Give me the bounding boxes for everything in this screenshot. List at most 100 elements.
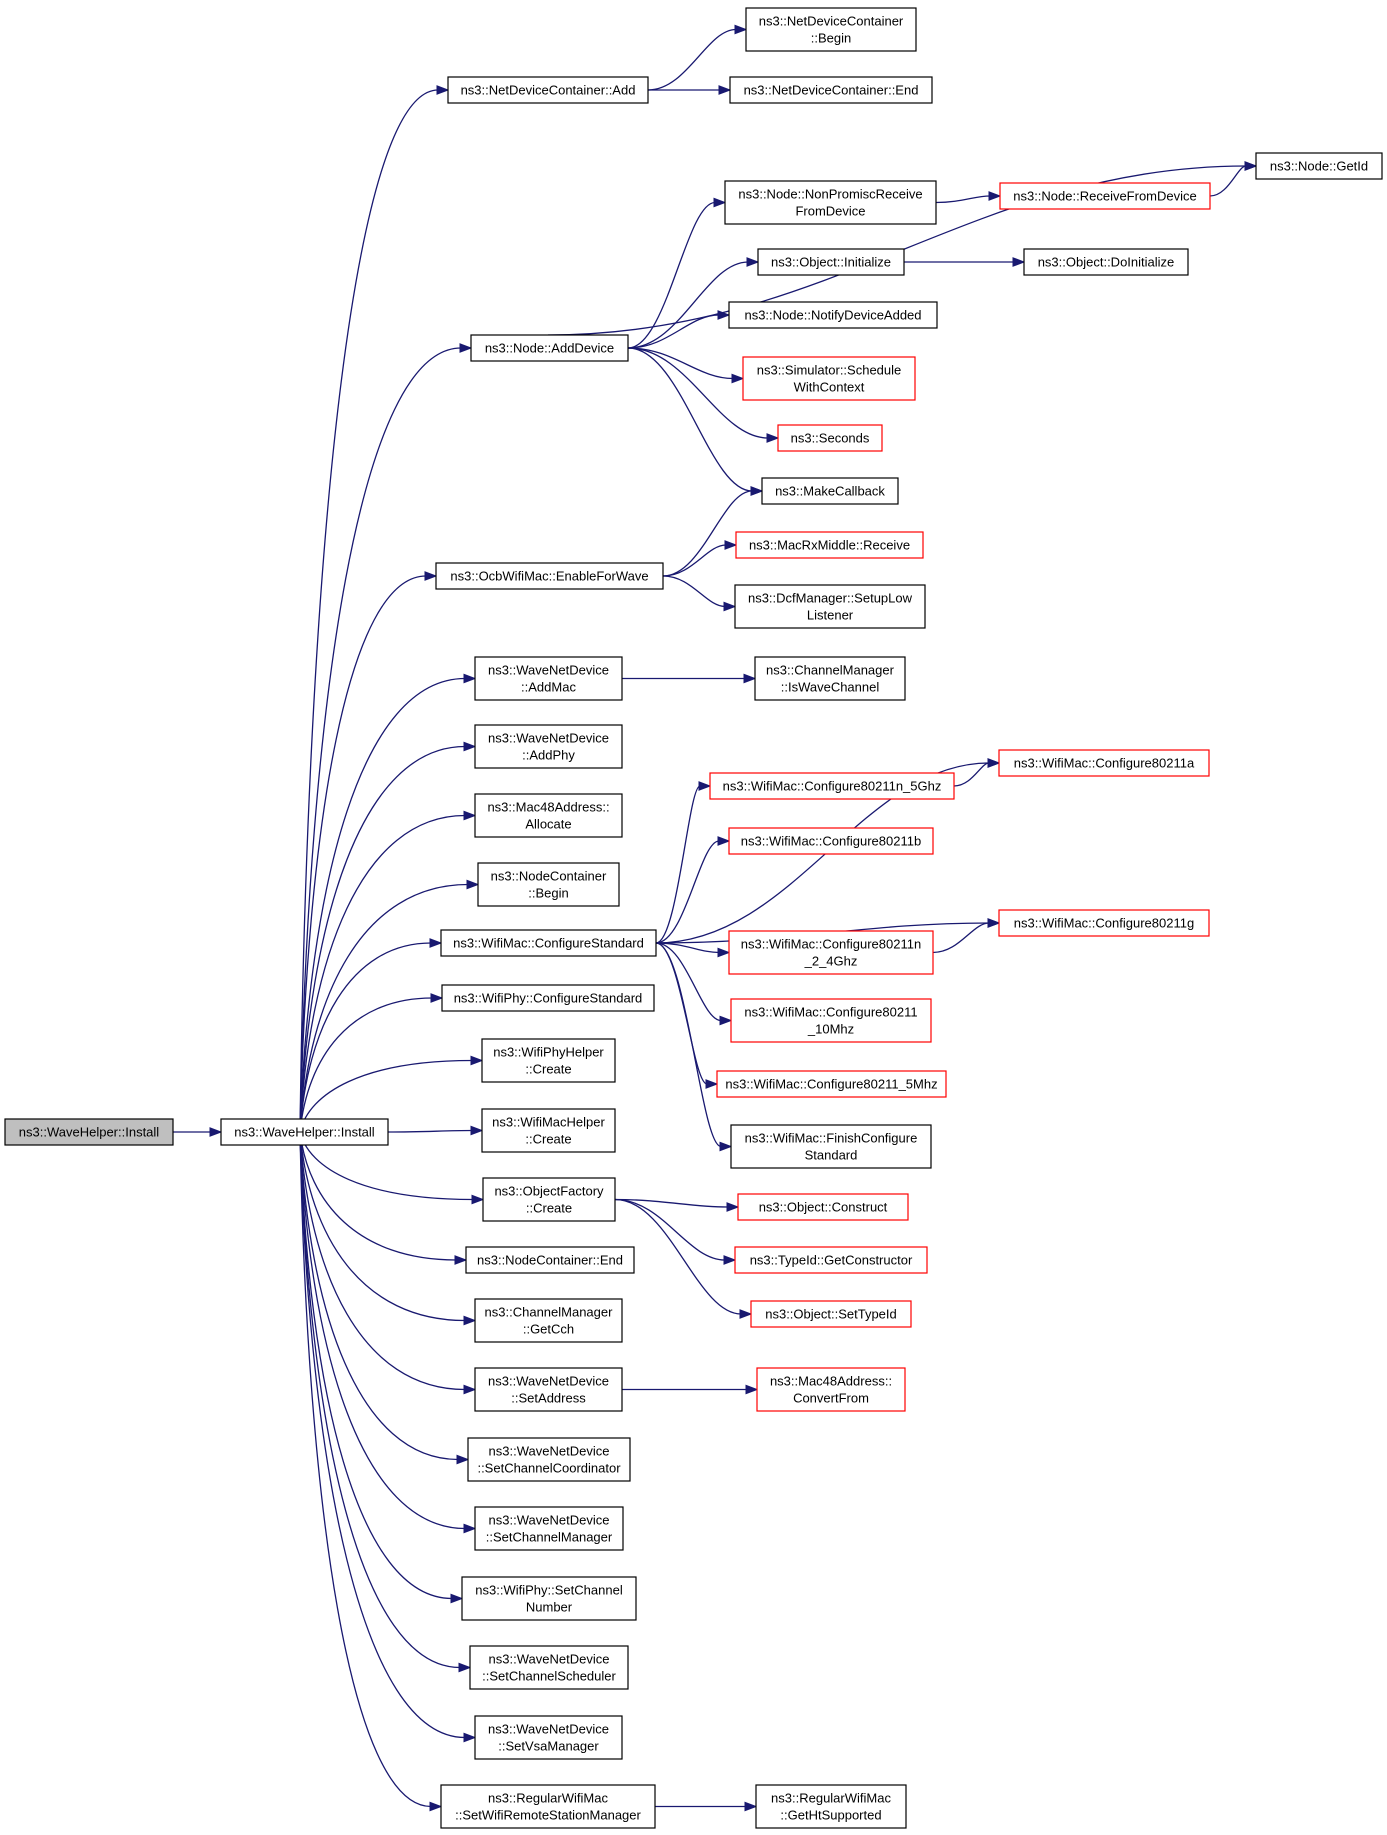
arrowhead-typeid-getctor xyxy=(723,1255,737,1265)
arrowhead-dcf-setup xyxy=(723,601,737,612)
node-chm-iswave[interactable]: ns3::ChannelManager::IsWaveChannel xyxy=(754,656,906,701)
node-label: ns3::WaveNetDevice xyxy=(489,1444,610,1459)
node-obj-settypeid[interactable]: ns3::Object::SetTypeId xyxy=(750,1300,912,1328)
node-mac48-convert[interactable]: ns3::Mac48Address::ConvertFrom xyxy=(756,1367,906,1412)
node-label: ns3::WaveNetDevice xyxy=(488,1722,609,1737)
node-box xyxy=(435,562,664,590)
node-ndc-end[interactable]: ns3::NetDeviceContainer::End xyxy=(729,76,933,104)
node-box xyxy=(735,531,924,559)
arrowhead-wphy-setchnum xyxy=(450,1593,464,1604)
node-wm-80211g[interactable]: ns3::WifiMac::Configure80211g xyxy=(998,909,1210,937)
node-root[interactable]: ns3::WaveHelper::Install xyxy=(4,1118,174,1146)
node-label: ns3::WifiPhy::SetChannel xyxy=(475,1583,623,1598)
node-wm-80211n24[interactable]: ns3::WifiMac::Configure80211n_2_4Ghz xyxy=(728,930,934,975)
node-label: ns3::WaveHelper::Install xyxy=(234,1125,375,1140)
arrowhead-wnd-addphy xyxy=(463,741,477,752)
node-obj-initialize[interactable]: ns3::Object::Initialize xyxy=(757,248,905,276)
arrowhead-node-nonpromisc xyxy=(713,197,727,208)
node-label: ::SetWifiRemoteStationManager xyxy=(455,1808,641,1823)
node-wm-80211-10[interactable]: ns3::WifiMac::Configure80211_10Mhz xyxy=(730,998,932,1043)
node-wnd-addphy[interactable]: ns3::WaveNetDevice::AddPhy xyxy=(474,724,623,769)
node-box xyxy=(742,356,916,401)
node-objf-create[interactable]: ns3::ObjectFactory::Create xyxy=(482,1177,616,1222)
node-box xyxy=(1023,248,1189,276)
arrowhead-node-receivefrom xyxy=(988,191,1002,201)
node-wm-80211n5[interactable]: ns3::WifiMac::Configure80211n_5Ghz xyxy=(709,772,955,800)
node-label: ns3::WifiMac::Configure80211_5Mhz xyxy=(725,1077,937,1092)
edge-install-to-wphy-configstd xyxy=(299,997,433,1133)
arrowhead-ocb-enable xyxy=(424,571,438,581)
node-label: ::Create xyxy=(525,1062,571,1077)
node-box xyxy=(729,76,933,104)
node-wmach-create[interactable]: ns3::WifiMacHelper::Create xyxy=(481,1108,616,1153)
node-label: ::SetVsaManager xyxy=(498,1739,599,1754)
node-nc-begin[interactable]: ns3::NodeContainer::Begin xyxy=(477,862,620,907)
node-label: ns3::ObjectFactory xyxy=(494,1184,604,1199)
arrowhead-mac48-convert xyxy=(745,1384,759,1395)
node-obj-doinitialize[interactable]: ns3::Object::DoInitialize xyxy=(1023,248,1189,276)
node-label: Allocate xyxy=(525,817,571,832)
node-rwm-setremote[interactable]: ns3::RegularWifiMac::SetWifiRemoteStatio… xyxy=(440,1784,656,1829)
node-node-getid[interactable]: ns3::Node::GetId xyxy=(1255,152,1383,180)
node-box xyxy=(220,1118,389,1146)
node-wnd-addmac[interactable]: ns3::WaveNetDevice::AddMac xyxy=(474,656,623,701)
node-label: FromDevice xyxy=(795,204,865,219)
node-wm-80211-5[interactable]: ns3::WifiMac::Configure80211_5Mhz xyxy=(716,1070,947,1098)
node-label: ns3::NetDeviceContainer::Add xyxy=(461,83,636,98)
node-mac48-allocate[interactable]: ns3::Mac48Address::Allocate xyxy=(474,793,623,838)
node-typeid-getctor[interactable]: ns3::TypeId::GetConstructor xyxy=(734,1246,928,1274)
node-ocb-enable[interactable]: ns3::OcbWifiMac::EnableForWave xyxy=(435,562,664,590)
node-node-receivefrom[interactable]: ns3::Node::ReceiveFromDevice xyxy=(999,182,1211,210)
node-seconds[interactable]: ns3::Seconds xyxy=(777,424,883,452)
edge-wm-configstd-to-wm-80211-5 xyxy=(655,942,708,1085)
arrowhead-wnd-setaddress xyxy=(463,1384,477,1395)
node-label: ::IsWaveChannel xyxy=(781,680,880,695)
node-makecallback[interactable]: ns3::MakeCallback xyxy=(761,477,899,505)
node-box xyxy=(1255,152,1383,180)
node-wphy-configstd[interactable]: ns3::WifiPhy::ConfigureStandard xyxy=(441,984,655,1012)
node-wnd-setchcoord[interactable]: ns3::WaveNetDevice::SetChannelCoordinato… xyxy=(467,1437,631,1482)
node-wm-80211a[interactable]: ns3::WifiMac::Configure80211a xyxy=(998,749,1210,777)
arrowhead-wm-80211b xyxy=(717,836,731,846)
node-wm-configstd[interactable]: ns3::WifiMac::ConfigureStandard xyxy=(440,929,657,957)
node-label: ns3::OcbWifiMac::EnableForWave xyxy=(450,569,648,584)
arrowhead-nc-end xyxy=(454,1255,468,1265)
node-ndc-begin[interactable]: ns3::NetDeviceContainer::Begin xyxy=(745,7,917,52)
edge-wm-configstd-to-wm-80211-10 xyxy=(655,942,722,1022)
node-box xyxy=(474,724,623,769)
node-install[interactable]: ns3::WaveHelper::Install xyxy=(220,1118,389,1146)
node-label: ns3::WifiPhyHelper xyxy=(493,1045,604,1060)
node-box xyxy=(761,477,899,505)
node-wm-80211b[interactable]: ns3::WifiMac::Configure80211b xyxy=(728,827,934,855)
node-label: ns3::WaveNetDevice xyxy=(488,731,609,746)
node-wnd-setchmgr[interactable]: ns3::WaveNetDevice::SetChannelManager xyxy=(474,1506,624,1551)
node-ndc-add[interactable]: ns3::NetDeviceContainer::Add xyxy=(447,76,649,104)
node-box xyxy=(474,1367,623,1412)
edge-objf-create-to-obj-settypeid xyxy=(614,1198,742,1315)
node-wnd-setchsched[interactable]: ns3::WaveNetDevice::SetChannelScheduler xyxy=(469,1645,629,1690)
node-wnd-setaddress[interactable]: ns3::WaveNetDevice::SetAddress xyxy=(474,1367,623,1412)
node-obj-construct[interactable]: ns3::Object::Construct xyxy=(737,1193,909,1221)
edge-install-to-ndc-add xyxy=(299,89,439,1133)
edge-wm-configstd-to-wm-80211n24 xyxy=(655,942,720,954)
arrowhead-node-adddevice xyxy=(459,343,473,353)
node-rwm-getht[interactable]: ns3::RegularWifiMac::GetHtSupported xyxy=(755,1784,907,1829)
node-label: ns3::WifiMac::Configure80211n_5Ghz xyxy=(723,779,942,794)
node-box xyxy=(998,909,1210,937)
node-macrx-receive[interactable]: ns3::MacRxMiddle::Receive xyxy=(735,531,924,559)
node-label: ns3::Object::Construct xyxy=(759,1200,888,1215)
node-label: ns3::TypeId::GetConstructor xyxy=(750,1253,913,1268)
node-chm-getcch[interactable]: ns3::ChannelManager::GetCch xyxy=(474,1298,623,1343)
node-wnd-setvsa[interactable]: ns3::WaveNetDevice::SetVsaManager xyxy=(474,1715,623,1760)
node-label: ::AddMac xyxy=(521,680,576,695)
node-nc-end[interactable]: ns3::NodeContainer::End xyxy=(465,1246,635,1274)
node-wphyh-create[interactable]: ns3::WifiPhyHelper::Create xyxy=(481,1038,616,1083)
arrowhead-wm-finish xyxy=(719,1141,733,1152)
node-node-adddevice[interactable]: ns3::Node::AddDevice xyxy=(470,334,629,362)
node-node-notify[interactable]: ns3::Node::NotifyDeviceAdded xyxy=(728,301,938,329)
